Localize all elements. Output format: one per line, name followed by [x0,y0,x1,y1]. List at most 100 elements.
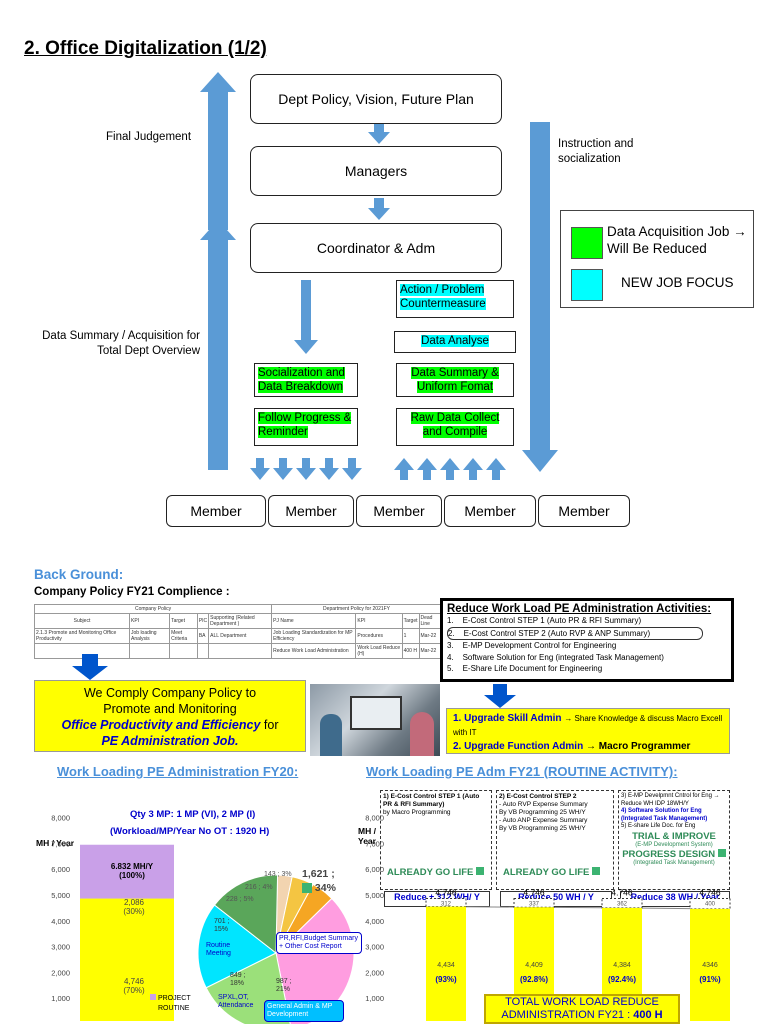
box-managers: Managers [250,146,502,196]
step2-box: 2) E-Cost Control STEP 2 - Auto RVP Expe… [496,790,614,890]
down-arrow-2 [368,198,390,220]
list-item: 1. E-Cost Control STEP 1 (Auto PR & RFI … [447,616,642,625]
fy20-total-label: 6.832 MH/Y (100%) [110,862,154,880]
bar-pct-label: (92.4%) [608,975,636,984]
legend-green-label: Data Acquisition Job → Will Be Reduced [607,224,747,256]
up-arrow-final [200,72,236,230]
pie-slice [213,874,279,955]
fy20-sub2: (Workload/MP/Year No OT : 1920 H) [110,826,270,837]
list-item: 4. Software Solution for Eng (integrated… [447,652,664,662]
box-follow-progress: Follow Progress & Reminder [254,408,358,446]
reduce-activities-box: Reduce Work Load PE Administration Activ… [440,598,734,682]
upgrade-box: 1. Upgrade Skill Admin → Share Knowledge… [446,708,730,754]
y-tick-label: 5,000 [365,891,384,900]
total-reduce-box: TOTAL WORK LOAD REDUCE ADMINISTRATION FY… [484,994,680,1024]
member-box-2: Member [268,495,354,527]
list-item: 2. E-Cost Control STEP 2 (Auto RVP & ANP… [447,626,703,640]
trend-line [445,906,711,910]
down-arrow-3 [294,280,318,354]
person-shape [320,714,342,756]
spreadsheet-icon [476,867,485,875]
y-tick-label: 4,000 [365,917,384,926]
box-coordinator: Coordinator & Adm [250,223,502,273]
legend-green-swatch [571,227,603,259]
spreadsheet-icon [302,883,312,894]
y-tick-label: 6,000 [365,865,384,874]
pie-label: 701 ; 15% [214,918,230,933]
down-arrow-upgrade [484,684,516,708]
legend-cyan-label: NEW JOB FOCUS [621,275,734,290]
reduce-list: 1. E-Cost Control STEP 1 (Auto PR & RFI … [447,615,727,675]
fy20-ylabel: MH / Year [36,838,75,848]
bar-routine [426,906,466,1021]
bar-pct-label: (92.8%) [520,975,548,984]
monitor-shape [350,696,402,730]
bar-cut [689,898,731,910]
policy-title: Company Policy FY21 Complience : [34,586,230,598]
up-arrow-summary [200,220,236,470]
spreadsheet-icon [592,867,601,875]
down-arrow-instruction [522,122,558,472]
bar-top-label: 4.746 [523,888,545,898]
down-arrows-members [250,458,362,480]
bar-value-label: 4,434 [437,962,455,969]
member-box-5: Member [538,495,630,527]
member-box-4: Member [444,495,536,527]
y-tick-label: 1,000 [51,994,70,1003]
pie-slice [197,904,277,989]
fy20-heading: Work Loading PE Administration FY20: [57,764,299,779]
y-tick-label: 8,000 [51,814,70,823]
bar-cut-label: 400 [705,902,716,908]
y-tick-label: 2,000 [365,968,384,977]
legend: Data Acquisition Job → Will Be Reduced N… [560,210,754,308]
table-header-row: Subject KPI Target PIC Supporting (Relat… [34,613,442,629]
y-tick-label: 6,000 [51,865,70,874]
flow-arrows [200,72,558,480]
go-life-2: ALREADY GO LIFE [503,867,601,877]
y-tick-label: 7,000 [51,839,70,848]
bar-value-label: 4346 [702,962,718,969]
list-item: 5. E-Share Life Document for Engineering [447,664,603,673]
go-life-1: ALREADY GO LIFE [387,867,485,877]
down-arrow-1 [368,122,390,144]
bar-routine [80,898,174,1021]
comply-box: We Comply Company Policy to Promote and … [34,680,306,752]
instruction-label: Instruction and socialization [558,138,634,165]
box-raw-data: Raw Data Collect and Compile [396,408,514,446]
bar-value-label: 4,409 [525,962,543,969]
list-item: 3. E-MP Development Control for Engineer… [447,641,617,650]
y-tick-label: 1,000 [365,994,384,1003]
bar-pct-label: (91%) [699,975,721,984]
progress-design: PROGRESS DESIGN [621,849,727,860]
down-arrow-comply [72,654,108,680]
step3-box: 3) E-MP Develpmnt Cntrol for Eng → Reduc… [618,790,730,890]
member-box-1: Member [166,495,266,527]
bar-top-label: 4.746 [435,888,457,898]
up-arrows-members [394,458,506,480]
legend-cyan-swatch [571,269,603,301]
pie-label: 228 ; 5% [226,896,254,903]
table-row: 2.1.3 Promote and Monitoring Office Prod… [34,628,442,644]
spreadsheet-icon [717,849,726,857]
y-tick-label: 3,000 [51,943,70,952]
person-shape [410,712,434,756]
background-heading: Back Ground: [34,567,124,582]
box-action: Action / Problem Countermeasure [396,280,514,318]
box-socialization: Socialization and Data Breakdown [254,363,358,397]
y-tick-label: 3,000 [365,943,384,952]
bar-pct-label: (93%) [435,975,457,984]
pie-big-label: 1,621 ; 34% [302,868,336,894]
box-dept-policy: Dept Policy, Vision, Future Plan [250,74,502,124]
step1-box: 1) E-Cost Control STEP 1 (Auto PR & RFI … [380,790,492,890]
bar-top-label: 4.746 [611,888,633,898]
pie-label-routine: Routine Meeting [206,942,231,957]
pie-callout-pr: PR,RFI,Budget Summary + Other Cost Repor… [276,932,362,954]
pie-label: 849 ; 18% [230,972,246,987]
page-title: 2. Office Digitalization (1/2) [24,38,267,59]
pie-label-spxl: SPXL,OT, Attendance [218,994,254,1009]
y-tick-label: 5,000 [51,891,70,900]
y-tick-label: 2,000 [51,968,70,977]
final-judgement-label: Final Judgement [106,131,192,143]
pie-label: 216 ; 4% [245,884,273,891]
y-tick-label: 7,000 [365,839,384,848]
